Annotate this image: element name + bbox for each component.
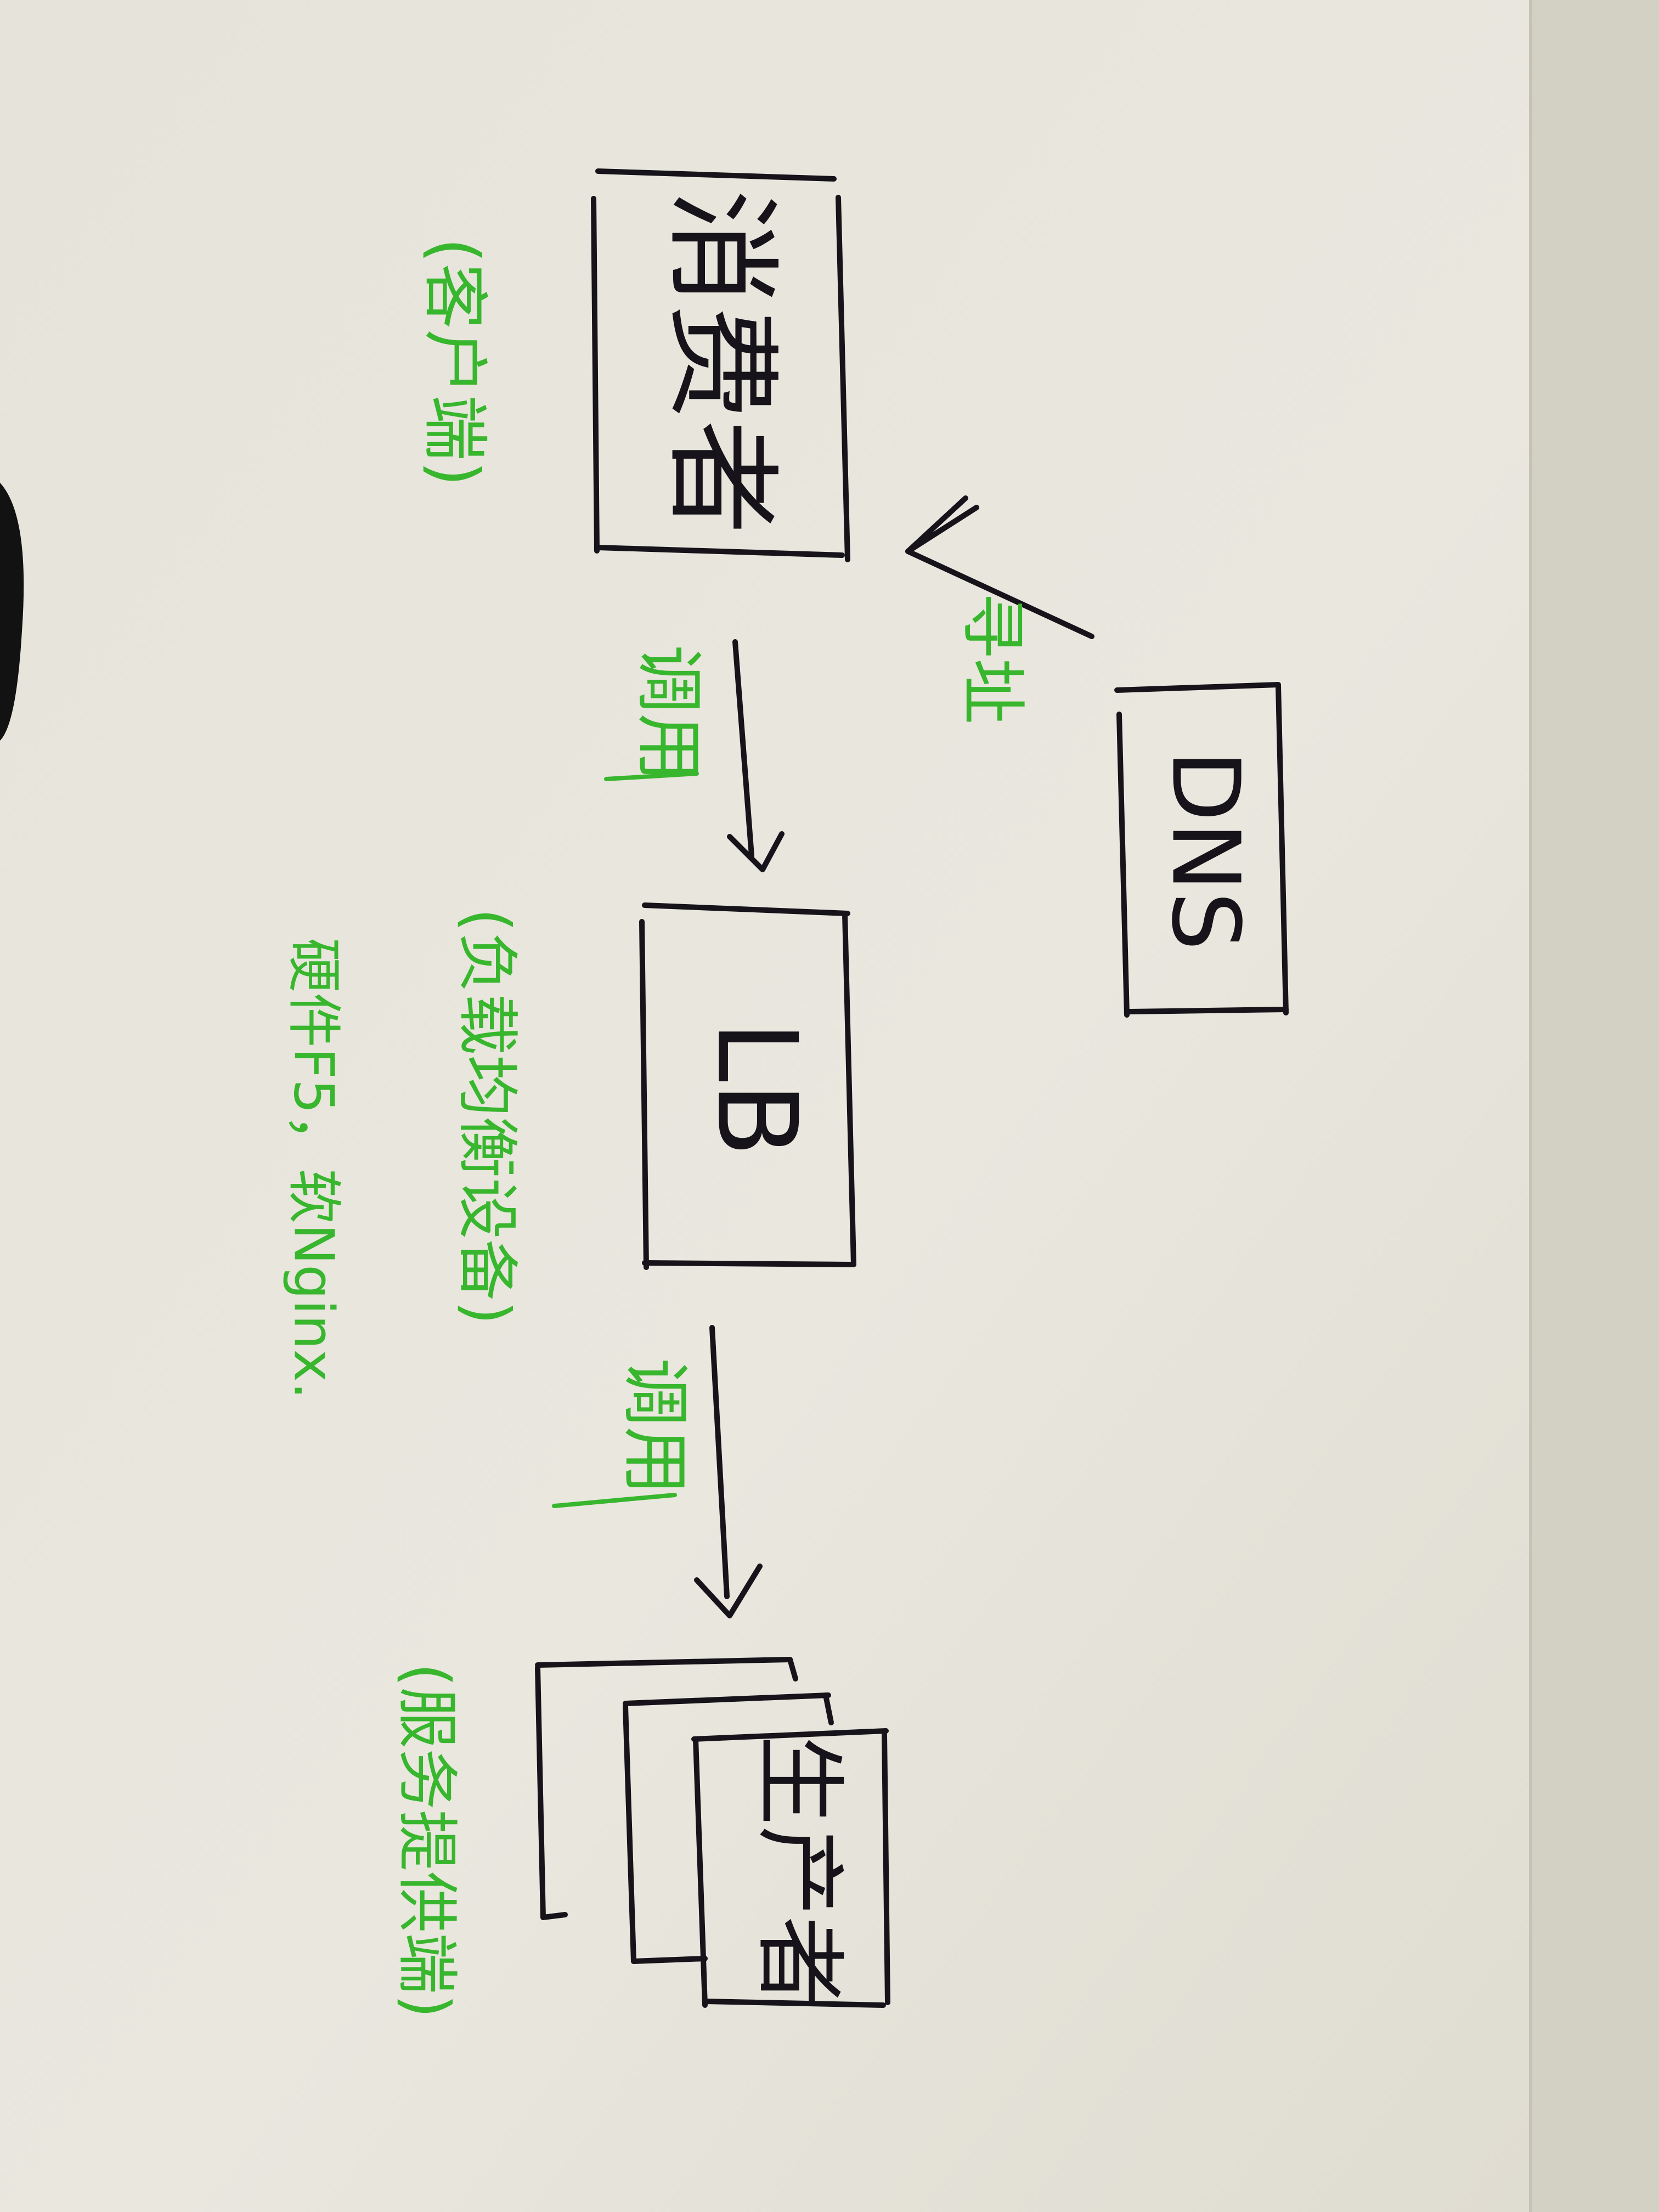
edge-consumer-to-lb-tick (604, 771, 699, 781)
consumer-node (591, 168, 850, 562)
edge-lb-to-provider-tick (552, 1493, 677, 1508)
provider-stack-back (535, 1657, 798, 1920)
consumer-label: 消费者 (654, 189, 788, 535)
provider-note: (服务提供端) (391, 1663, 462, 2018)
dark-edge-object (0, 483, 24, 741)
edge-label-dns-to-consumer: 寻址 (953, 592, 1030, 724)
provider-label: 生产者 (747, 1735, 852, 2007)
edge-dns-to-consumer (905, 495, 1094, 639)
lb-note-2: 硬件F5，软Nginx. (282, 938, 346, 1400)
edge-label-consumer-to-lb: 调用 (629, 645, 708, 782)
provider-node (691, 1728, 890, 2008)
consumer-note: (客户端) (416, 238, 492, 487)
dns-label: DNS (1151, 750, 1260, 951)
edge-consumer-to-lb (727, 639, 785, 872)
provider-stack-middle (623, 1692, 834, 1964)
edge-label-lb-to-provider: 调用 (615, 1358, 695, 1495)
lb-label: LB (692, 1021, 820, 1158)
lb-note: (负载均衡设备) (451, 908, 522, 1324)
dns-node (1114, 682, 1289, 1018)
page-edge (1531, 0, 1659, 2212)
edge-lb-to-provider (694, 1325, 763, 1618)
lb-node (639, 902, 856, 1270)
